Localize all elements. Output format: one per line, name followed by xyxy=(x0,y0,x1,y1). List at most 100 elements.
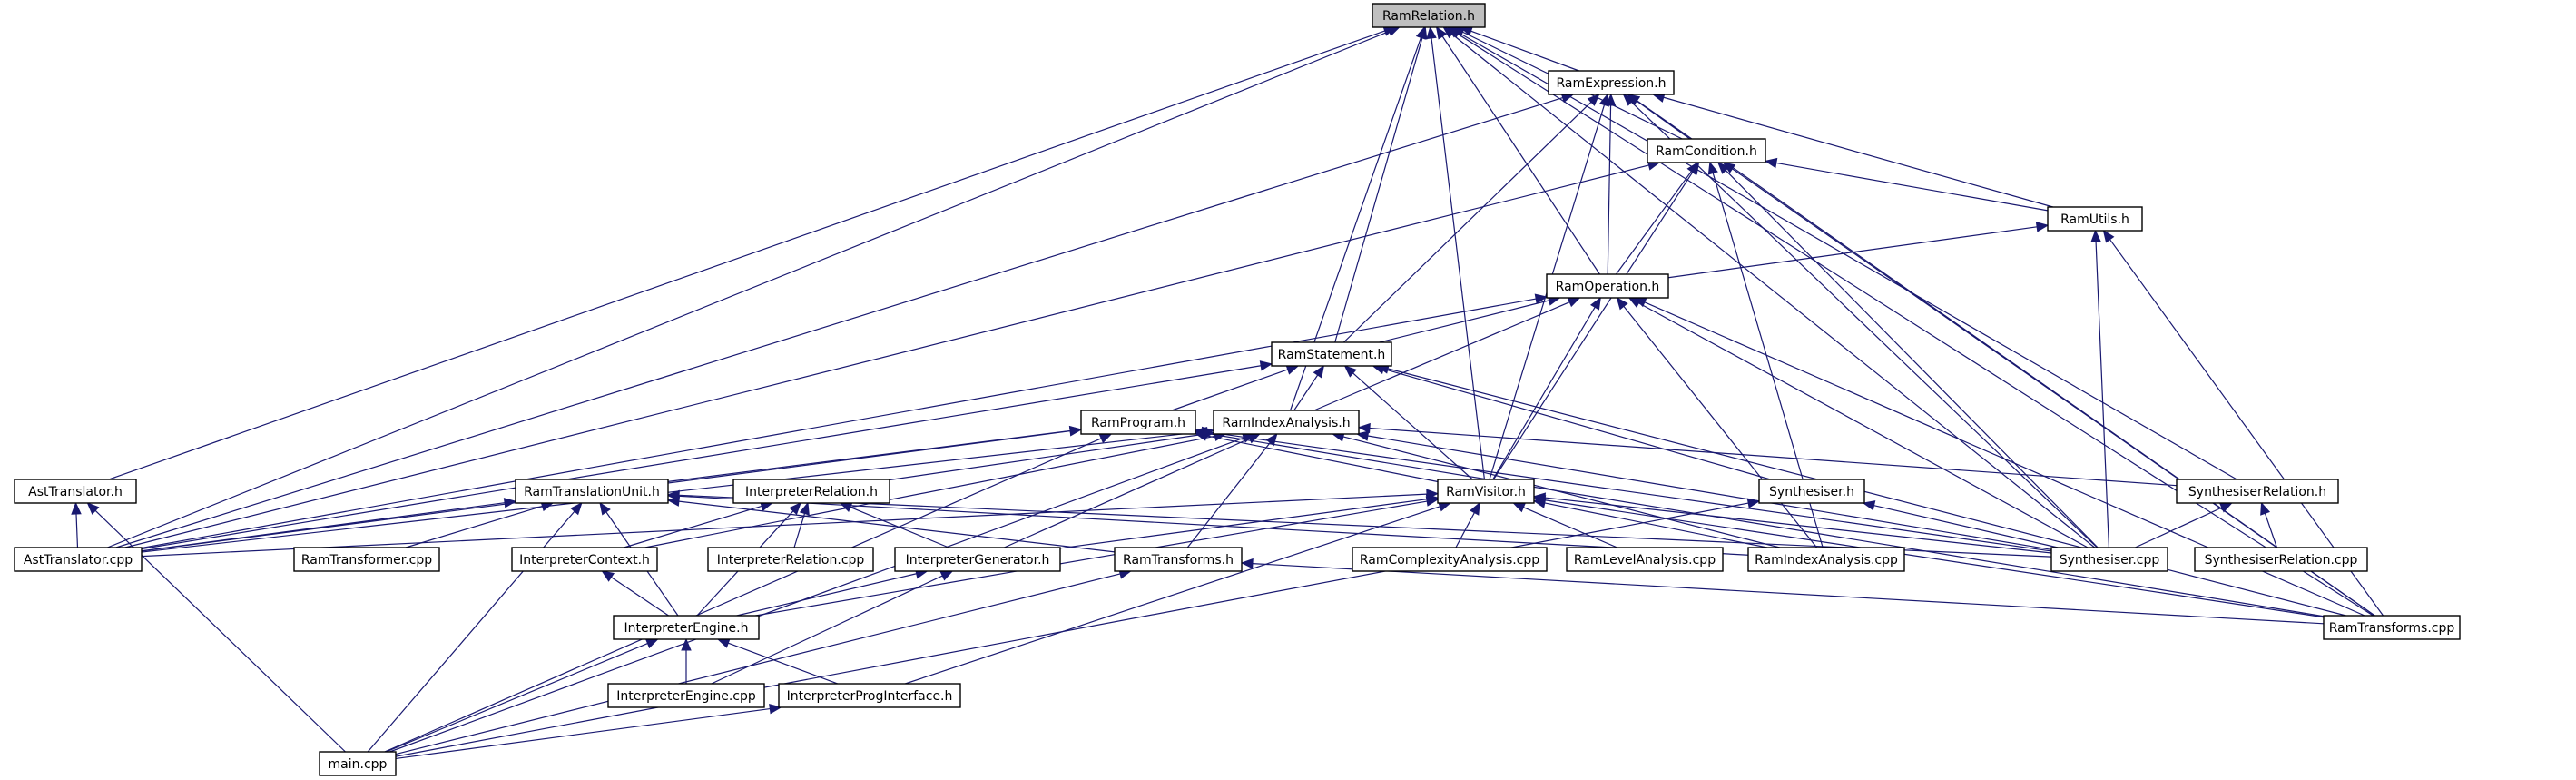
node-box[interactable] xyxy=(732,479,890,504)
node-box[interactable] xyxy=(607,683,765,708)
edge-ramindexanalysis-h-to-ramstatement-h xyxy=(1293,364,1325,411)
node-ramlevelanalysis-cpp[interactable]: RamLevelAnalysis.cpp xyxy=(1566,547,1724,572)
node-interpreterengine-h[interactable]: InterpreterEngine.h xyxy=(613,615,760,640)
edge-line xyxy=(2095,241,2110,548)
node-box[interactable] xyxy=(515,479,669,504)
edge-synthesiser-cpp-to-ramcondition-h xyxy=(1716,162,2099,548)
arrowhead-icon xyxy=(1355,430,1370,441)
edge-line xyxy=(1458,32,2237,480)
node-box[interactable] xyxy=(1114,547,1243,572)
edge-synthesiser-h-to-ramstatement-h xyxy=(1372,363,1771,480)
arrowhead-icon xyxy=(1313,364,1325,379)
node-box[interactable] xyxy=(2194,547,2368,572)
node-ramexpression-h[interactable]: RamExpression.h xyxy=(1548,70,1675,95)
arrowhead-icon xyxy=(1098,433,1113,444)
node-synthesiserrelation-h[interactable]: SynthesiserRelation.h xyxy=(2176,479,2339,504)
node-box[interactable] xyxy=(2176,479,2339,504)
node-box[interactable] xyxy=(1213,410,1360,435)
node-ramrelation-h[interactable]: RamRelation.h xyxy=(1372,3,1486,28)
node-synthesiserrelation-cpp[interactable]: SynthesiserRelation.cpp xyxy=(2194,547,2368,572)
edge-interpretergenerator-h-to-ramindexanalysis-h xyxy=(1004,433,1261,548)
node-interpreterrelation-h[interactable]: InterpreterRelation.h xyxy=(732,479,890,504)
node-label: InterpreterGenerator.h xyxy=(906,553,1050,568)
arrowhead-icon xyxy=(1386,26,1401,37)
node-box[interactable] xyxy=(1647,138,1766,163)
node-box[interactable] xyxy=(1271,341,1392,367)
node-box[interactable] xyxy=(1548,70,1675,95)
node-interpretercontext-h[interactable]: InterpreterContext.h xyxy=(511,547,658,572)
edge-line xyxy=(1205,430,2052,552)
arrowhead-icon xyxy=(769,703,782,715)
edge-line xyxy=(1616,171,1692,275)
node-box[interactable] xyxy=(2047,206,2143,232)
edge-line xyxy=(141,493,1428,558)
node-asttranslator-h[interactable]: AstTranslator.h xyxy=(14,479,137,504)
node-box[interactable] xyxy=(14,547,143,572)
edge-line xyxy=(728,642,839,685)
node-interpretergenerator-h[interactable]: InterpreterGenerator.h xyxy=(894,547,1061,572)
node-label: RamTransforms.h xyxy=(1123,553,1234,568)
node-box[interactable] xyxy=(613,615,760,640)
node-synthesiser-h[interactable]: Synthesiser.h xyxy=(1758,479,1865,504)
node-main-cpp[interactable]: main.cpp xyxy=(319,751,397,776)
node-box[interactable] xyxy=(1372,3,1486,28)
node-box[interactable] xyxy=(1747,547,1905,572)
arrowhead-icon xyxy=(1240,558,1254,569)
node-ramtransformer-cpp[interactable]: RamTransformer.cpp xyxy=(293,547,440,572)
node-box[interactable] xyxy=(894,547,1061,572)
edge-main-cpp-to-ramtransforms-h xyxy=(395,568,1133,755)
node-box[interactable] xyxy=(511,547,658,572)
node-label: InterpreterRelation.h xyxy=(745,485,878,499)
edge-asttranslator-cpp-to-ramcondition-h xyxy=(124,160,1661,548)
node-box[interactable] xyxy=(2323,615,2461,640)
node-box[interactable] xyxy=(319,751,397,776)
node-ramutils-h[interactable]: RamUtils.h xyxy=(2047,206,2143,232)
arrowhead-icon xyxy=(1687,161,1700,175)
edge-line xyxy=(108,30,1385,480)
edge-line xyxy=(1352,372,1473,480)
node-ramprogram-h[interactable]: RamProgram.h xyxy=(1080,410,1196,435)
arrowhead-icon xyxy=(2090,229,2101,242)
node-asttranslator-cpp[interactable]: AstTranslator.cpp xyxy=(14,547,143,572)
node-box[interactable] xyxy=(707,547,874,572)
arrowhead-icon xyxy=(1470,501,1480,516)
edge-asttranslator-h-to-ramrelation-h xyxy=(108,25,1397,480)
node-box[interactable] xyxy=(778,683,961,708)
node-box[interactable] xyxy=(1566,547,1724,572)
node-box[interactable] xyxy=(1352,547,1548,572)
edge-line xyxy=(1456,32,2374,617)
node-ramtranslationunit-h[interactable]: RamTranslationUnit.h xyxy=(515,479,669,504)
edge-line xyxy=(1171,369,1288,411)
edge-asttranslator-cpp-to-ramvisitor-h xyxy=(141,489,1440,558)
node-label: RamIndexAnalysis.h xyxy=(1222,416,1350,430)
node-box[interactable] xyxy=(1546,273,1669,299)
node-ramindexanalysis-cpp[interactable]: RamIndexAnalysis.cpp xyxy=(1747,547,1905,572)
node-interpreterrelation-cpp[interactable]: InterpreterRelation.cpp xyxy=(707,547,874,572)
edge-line xyxy=(1205,435,1439,483)
node-interpreterproginterface-h[interactable]: InterpreterProgInterface.h xyxy=(778,683,961,708)
edge-interpretercontext-h-to-ramindexanalysis-h xyxy=(644,430,1227,548)
node-ramtransforms-h[interactable]: RamTransforms.h xyxy=(1114,547,1243,572)
arrowhead-icon xyxy=(570,502,583,516)
node-box[interactable] xyxy=(1758,479,1865,504)
node-ramcomplexityanalysis-cpp[interactable]: RamComplexityAnalysis.cpp xyxy=(1352,547,1548,572)
node-ramoperation-h[interactable]: RamOperation.h xyxy=(1546,273,1669,299)
node-box[interactable] xyxy=(293,547,440,572)
edge-line xyxy=(1470,30,1579,72)
node-box[interactable] xyxy=(1080,410,1196,435)
arrowhead-icon xyxy=(939,570,954,581)
node-ramvisitor-h[interactable]: RamVisitor.h xyxy=(1437,479,1535,504)
edge-line xyxy=(386,643,648,753)
node-ramcondition-h[interactable]: RamCondition.h xyxy=(1647,138,1766,163)
edge-ramtranslationunit-h-to-ramprogram-h xyxy=(667,425,1083,482)
node-box[interactable] xyxy=(1437,479,1535,504)
node-ramtransforms-cpp[interactable]: RamTransforms.cpp xyxy=(2323,615,2461,640)
node-box[interactable] xyxy=(14,479,137,504)
node-synthesiser-cpp[interactable]: Synthesiser.cpp xyxy=(2050,547,2168,572)
node-label: RamUtils.h xyxy=(2060,212,2129,227)
node-ramindexanalysis-h[interactable]: RamIndexAnalysis.h xyxy=(1213,410,1360,435)
node-interpreterengine-cpp[interactable]: InterpreterEngine.cpp xyxy=(607,683,765,708)
node-ramstatement-h[interactable]: RamStatement.h xyxy=(1271,341,1392,367)
edge-line xyxy=(1873,505,2059,548)
node-box[interactable] xyxy=(2050,547,2168,572)
